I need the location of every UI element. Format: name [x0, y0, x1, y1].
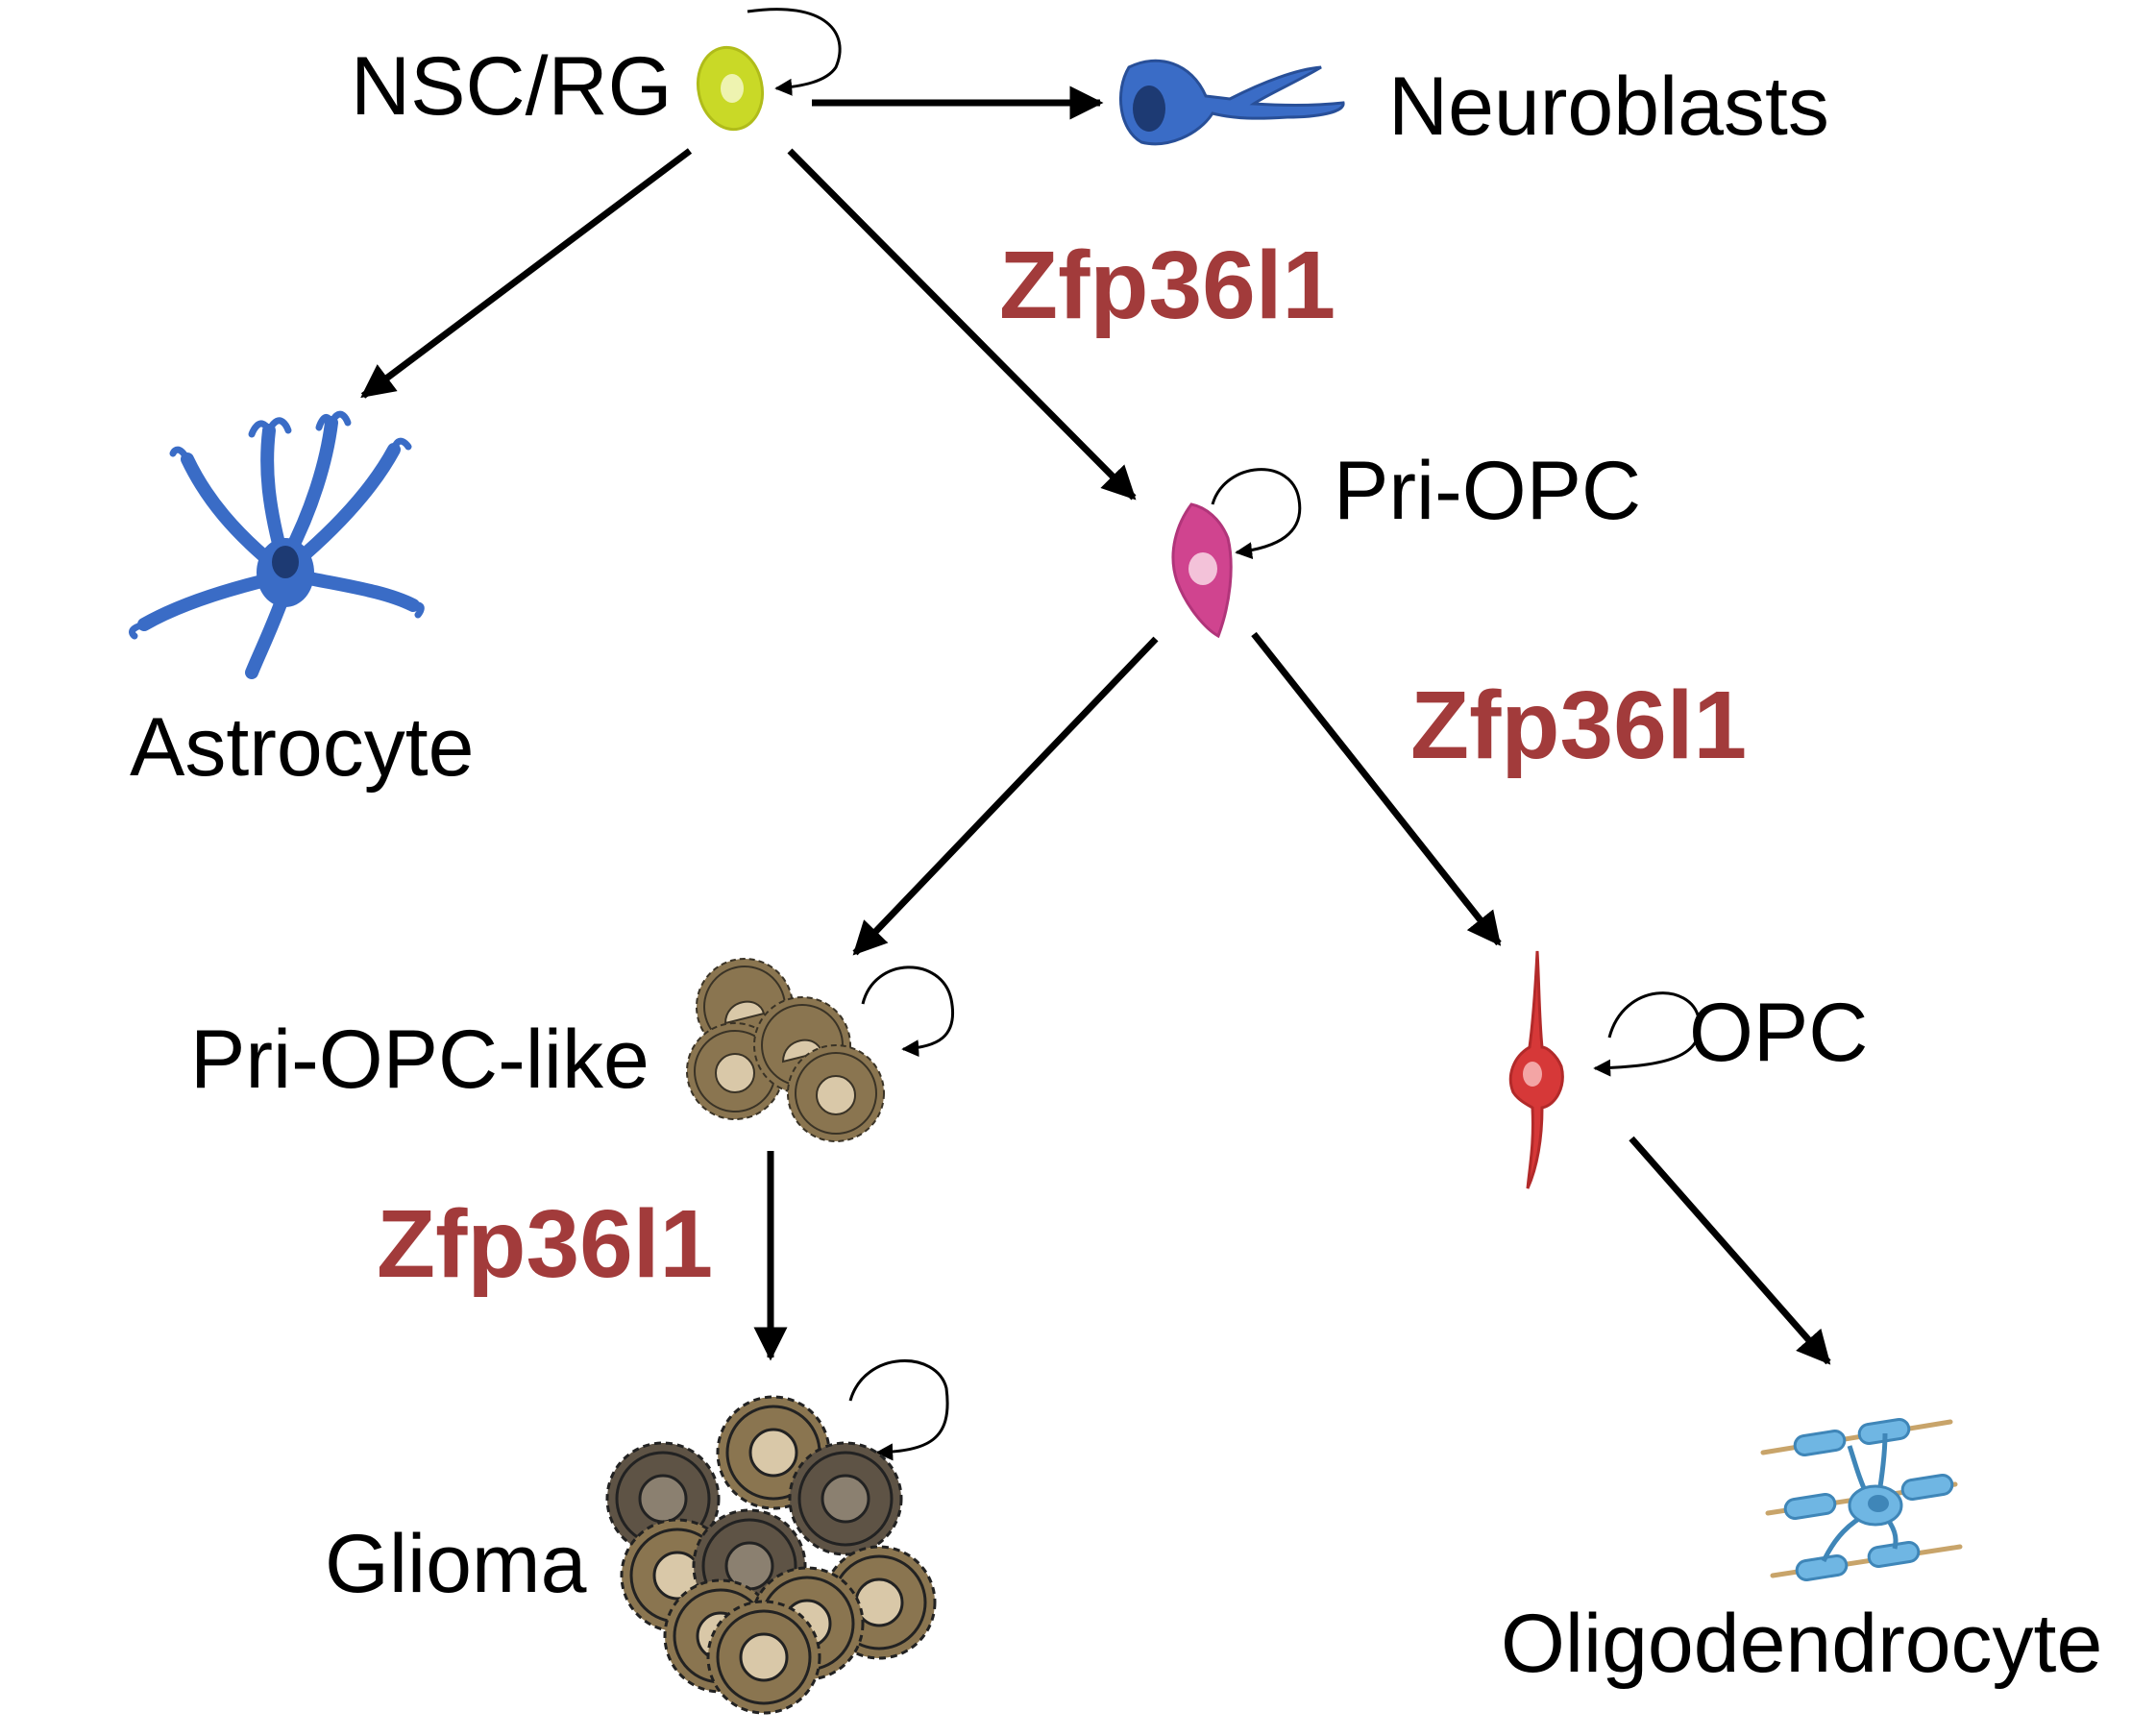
oligodendrocyte-icon [1760, 1417, 1963, 1582]
label-pri-opc: Pri-OPC [1334, 445, 1642, 537]
label-neuroblasts: Neuroblasts [1388, 61, 1829, 153]
label-glioma: Glioma [325, 1518, 587, 1610]
self-renewal-loop-opc [1593, 991, 1702, 1077]
arrow-nsc-to-pri-opc [787, 148, 1137, 501]
pri-opc-like-cluster-icon [686, 958, 885, 1142]
astrocyte-icon [129, 410, 425, 679]
self-renewal-loop-glioma [848, 1359, 949, 1461]
nsc-cell-icon [697, 45, 764, 132]
regulator-label-pri-opc-like-to-glioma: Zfp36l1 [377, 1190, 714, 1298]
arrow-opc-to-oligodendrocyte [1629, 1136, 1831, 1365]
opc-cell-icon [1508, 950, 1564, 1189]
arrow-pri-opc-to-opc [1251, 631, 1502, 946]
label-nsc-rg: NSC/RG [351, 40, 673, 133]
label-oligodendrocyte: Oligodendrocyte [1501, 1598, 2103, 1690]
arrow-pri-opc-to-pri-opc-like [852, 636, 1159, 956]
self-renewal-loop-nsc [747, 8, 842, 96]
regulator-label-pri-opc-to-opc: Zfp36l1 [1410, 672, 1748, 779]
self-renewal-loop-pri-opc-like [861, 966, 954, 1058]
label-opc: OPC [1689, 987, 1869, 1079]
arrow-nsc-to-astrocyte [360, 148, 693, 399]
label-pri-opc-like: Pri-OPC-like [190, 1014, 649, 1106]
self-renewal-loop-pri-opc [1211, 468, 1302, 560]
neuroblast-icon [1118, 59, 1345, 146]
label-astrocyte: Astrocyte [130, 701, 475, 794]
glioma-cluster-icon [605, 1395, 937, 1715]
pri-opc-cell-icon [1171, 502, 1233, 639]
regulator-label-nsc-to-pri-opc: Zfp36l1 [999, 232, 1336, 339]
